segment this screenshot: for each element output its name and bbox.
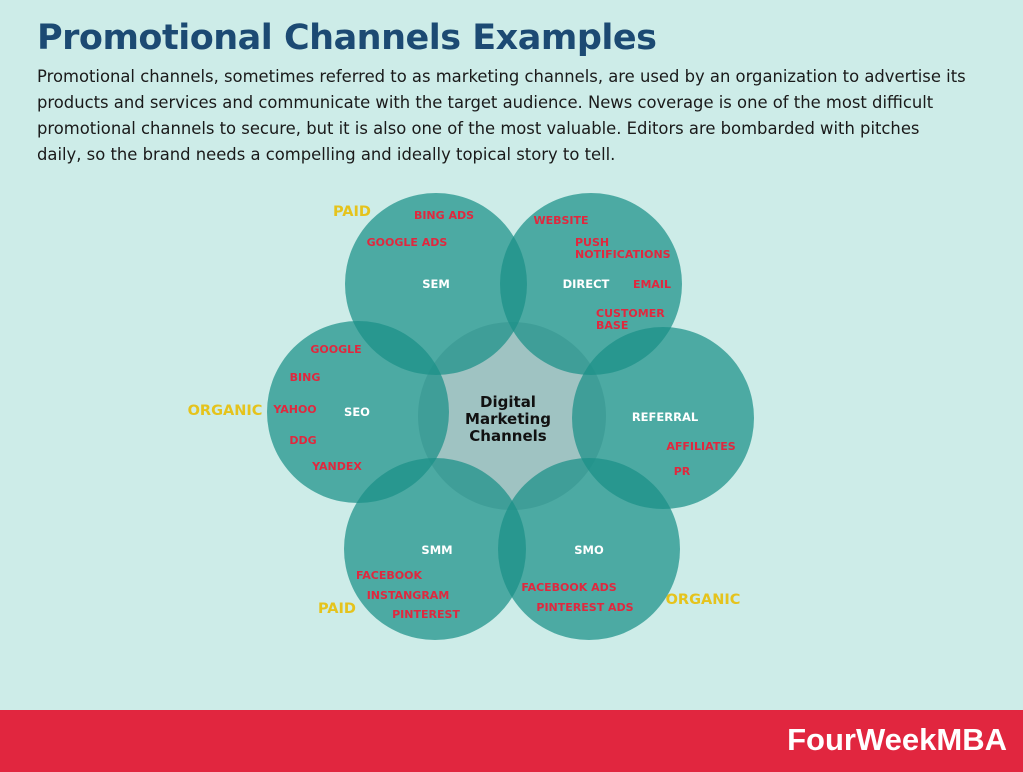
channel-example: GOOGLE ADS — [367, 236, 448, 249]
channel-example: YAHOO — [272, 403, 316, 416]
center-label-line: Digital — [480, 393, 536, 411]
channel-name-sem: SEM — [422, 277, 450, 291]
channel-example: DDG — [289, 434, 316, 447]
channel-circle-seo — [267, 321, 449, 503]
footer-bar: FourWeekMBA — [0, 710, 1023, 772]
channel-example: BING — [290, 371, 321, 384]
center-label-line: Marketing — [465, 410, 551, 428]
channel-name-referral: REFERRAL — [632, 410, 699, 424]
channel-example: WEBSITE — [533, 214, 588, 227]
channel-example: PINTEREST ADS — [536, 601, 633, 614]
category-label: PAID — [333, 204, 371, 220]
channel-example: PR — [674, 465, 691, 478]
channel-name-smo: SMO — [574, 543, 604, 557]
channel-example: GOOGLE — [310, 343, 361, 356]
channel-example: PINTEREST — [392, 608, 460, 621]
brand-logo-text: FourWeekMBA — [787, 722, 1007, 757]
channel-example: BASE — [596, 319, 628, 332]
channel-example: CUSTOMER — [596, 307, 665, 320]
channel-example: FACEBOOK ADS — [521, 581, 616, 594]
channel-circle-smo — [498, 458, 680, 640]
channel-example: YANDEX — [311, 460, 362, 473]
channel-example: PUSH — [575, 236, 609, 249]
channel-name-smm: SMM — [421, 543, 452, 557]
channel-example: NOTIFICATIONS — [575, 248, 671, 261]
channel-circle-direct — [500, 193, 682, 375]
channel-example: AFFILIATES — [666, 440, 735, 453]
channel-example: BING ADS — [414, 209, 474, 222]
channel-name-direct: DIRECT — [563, 277, 610, 291]
category-label: ORGANIC — [188, 403, 263, 419]
category-label: PAID — [318, 601, 356, 617]
channel-name-seo: SEO — [344, 405, 370, 419]
intro-paragraph: Promotional channels, sometimes referred… — [37, 67, 966, 164]
page-title: Promotional Channels Examples — [37, 18, 657, 58]
center-label-line: Channels — [469, 427, 546, 445]
category-label: ORGANIC — [666, 592, 741, 608]
channel-example: FACEBOOK — [356, 569, 422, 582]
channel-circle-smm — [344, 458, 526, 640]
channel-example: INSTANGRAM — [367, 589, 450, 602]
channel-example: EMAIL — [633, 278, 671, 291]
